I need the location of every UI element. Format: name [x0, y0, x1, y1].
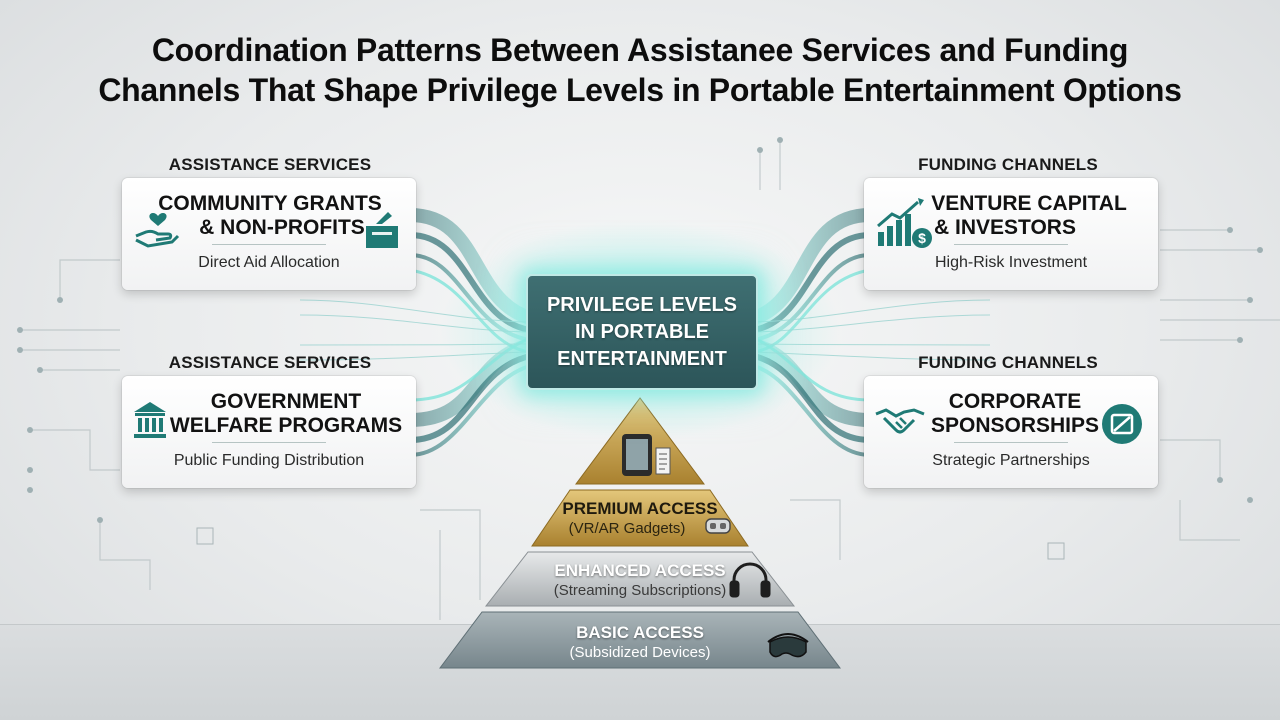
card-divider [212, 244, 326, 245]
diagram-title: Coordination Patterns Between Assistanee… [40, 30, 1240, 110]
pyramid-tier-enhanced [484, 551, 796, 607]
card-venture-capital: $ VENTURE CAPITAL & INVESTORS High-Risk … [864, 178, 1158, 290]
card-title: CORPORATE SPONSORSHIPS [922, 390, 1108, 438]
svg-text:$: $ [918, 230, 926, 246]
central-hub-line-1: PRIVILEGE LEVELS [546, 293, 738, 316]
growth-chart-dollar-icon: $ [877, 198, 932, 248]
central-hub-label: PRIVILEGE LEVELS IN PORTABLE ENTERTAINME… [547, 292, 737, 373]
tier-title: ENHANCED ACCESS [554, 561, 726, 580]
vr-headset-icon [705, 518, 731, 534]
tier-title: PREMIUM ACCESS [562, 499, 718, 518]
document-icon [655, 447, 671, 475]
card-divider [212, 442, 326, 443]
tier-subtitle: (Streaming Subscriptions) [553, 582, 727, 599]
section-label-funding-bottom: FUNDING CHANNELS [918, 353, 1098, 372]
central-hub-privilege-levels: PRIVILEGE LEVELS IN PORTABLE ENTERTAINME… [526, 274, 758, 390]
hand-heart-icon [135, 213, 180, 248]
card-divider [954, 244, 1068, 245]
title-line-2: Channels That Shape Privilege Levels in … [98, 72, 1182, 108]
pyramid-basic-label: BASIC ACCESS (Subsidized Devices) [540, 623, 740, 661]
tier-title: BASIC ACCESS [576, 623, 704, 642]
card-title: GOVERNMENT WELFARE PROGRAMS [168, 390, 404, 438]
vr-goggles-icon [767, 633, 809, 658]
card-title-line-1: VENTURE CAPITAL [931, 192, 1127, 215]
privilege-pyramid [439, 397, 841, 669]
card-title-line-2: & INVESTORS [934, 216, 1076, 239]
pyramid-enhanced-label: ENHANCED ACCESS (Streaming Subscriptions… [530, 561, 750, 599]
section-label-assistance-bottom: ASSISTANCE SERVICES [168, 353, 372, 372]
card-title-line-1: CORPORATE [948, 390, 1082, 413]
card-divider [954, 442, 1068, 443]
central-hub-line-3: ENTERTAINMENT [557, 347, 727, 370]
tablet-icon [622, 434, 652, 476]
pyramid-tier-basic [439, 611, 841, 669]
card-subtitle: Direct Aid Allocation [198, 254, 340, 271]
central-hub-line-2: IN PORTABLE [574, 320, 710, 343]
card-title-line-1: GOVERNMENT [210, 390, 362, 413]
section-label-funding-top: FUNDING CHANNELS [918, 155, 1098, 174]
card-title-line-2: WELFARE PROGRAMS [169, 414, 403, 437]
card-subtitle: Strategic Partnerships [932, 452, 1090, 469]
pyramid-tier-premium [531, 489, 749, 547]
tier-subtitle: (VR/AR Gadgets) [568, 520, 686, 537]
card-title-line-2: & NON-PROFITS [199, 216, 365, 239]
card-subtitle: High-Risk Investment [934, 254, 1088, 271]
headphones-icon [729, 562, 771, 598]
card-subtitle: Public Funding Distribution [173, 452, 365, 469]
card-title-line-1: COMMUNITY GRANTS [158, 192, 382, 215]
section-label-assistance-top: ASSISTANCE SERVICES [168, 155, 372, 174]
card-title: COMMUNITY GRANTS & NON-PROFITS [158, 192, 382, 240]
brand-badge-icon [1102, 404, 1142, 444]
handshake-icon [875, 408, 925, 434]
tier-subtitle: (Subsidized Devices) [569, 644, 711, 661]
title-line-1: Coordination Patterns Between Assistanee… [151, 32, 1129, 68]
card-government-welfare: GOVERNMENT WELFARE PROGRAMS Public Fundi… [122, 376, 416, 488]
card-community-grants: COMMUNITY GRANTS & NON-PROFITS Direct Ai… [122, 178, 416, 290]
card-title-line-2: SPONSORSHIPS [930, 414, 1100, 437]
card-corporate-sponsorships: CORPORATE SPONSORSHIPS Strategic Partner… [864, 376, 1158, 488]
government-building-icon [134, 402, 166, 438]
pyramid-premium-label: PREMIUM ACCESS (VR/AR Gadgets) [540, 499, 740, 537]
donation-box-icon [366, 212, 398, 248]
card-title: VENTURE CAPITAL & INVESTORS [924, 192, 1134, 240]
